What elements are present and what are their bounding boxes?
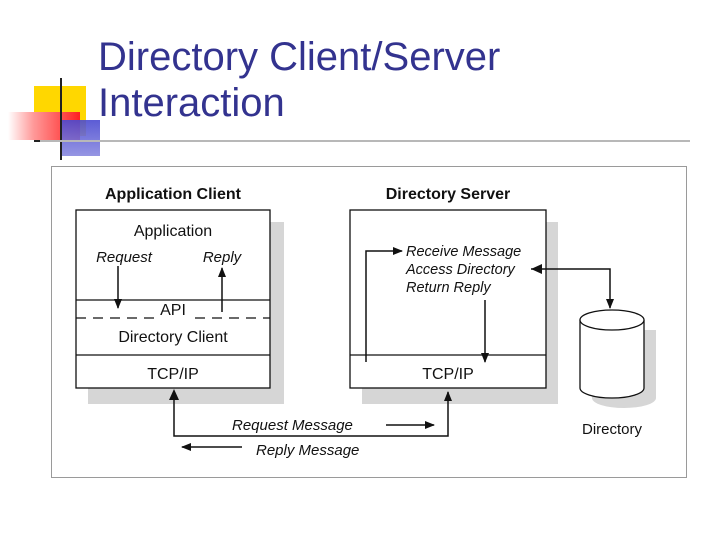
directory-link-arrow — [531, 268, 614, 309]
receive-message-arrow — [365, 247, 403, 362]
directory-client-label: Directory Client — [118, 329, 228, 346]
directory-link-arrowhead-left — [531, 264, 542, 274]
server-tcpip-label: TCP/IP — [422, 366, 474, 383]
client-box — [75, 209, 271, 389]
decor-blue-square — [62, 120, 100, 156]
receive-message-label: Receive Message — [406, 244, 521, 260]
api-label: API — [160, 302, 186, 319]
request-message-start-arrowhead — [169, 389, 179, 400]
reply-message-label: Reply Message — [256, 442, 359, 459]
directory-label: Directory — [582, 421, 643, 438]
reply-label: Reply — [203, 249, 243, 266]
slide-title: Directory Client/Server Interaction — [98, 34, 500, 126]
application-label: Application — [134, 223, 212, 240]
server-box — [349, 209, 547, 389]
request-message-arrow — [173, 391, 452, 437]
title-underline — [40, 140, 690, 142]
title-line-1: Directory Client/Server — [98, 35, 501, 79]
request-message-label: Request Message — [232, 417, 353, 434]
title-line-2: Interaction — [98, 81, 285, 125]
request-label: Request — [96, 249, 153, 266]
api-label-bg — [154, 306, 192, 322]
decor-vertical-line — [60, 78, 62, 160]
client-tcpip-label: TCP/IP — [147, 366, 199, 383]
directory-cylinder — [579, 309, 656, 408]
server-heading: Directory Server — [386, 186, 511, 203]
access-directory-label: Access Directory — [405, 262, 516, 278]
return-reply-label: Return Reply — [406, 280, 491, 296]
client-heading: Application Client — [105, 186, 242, 203]
